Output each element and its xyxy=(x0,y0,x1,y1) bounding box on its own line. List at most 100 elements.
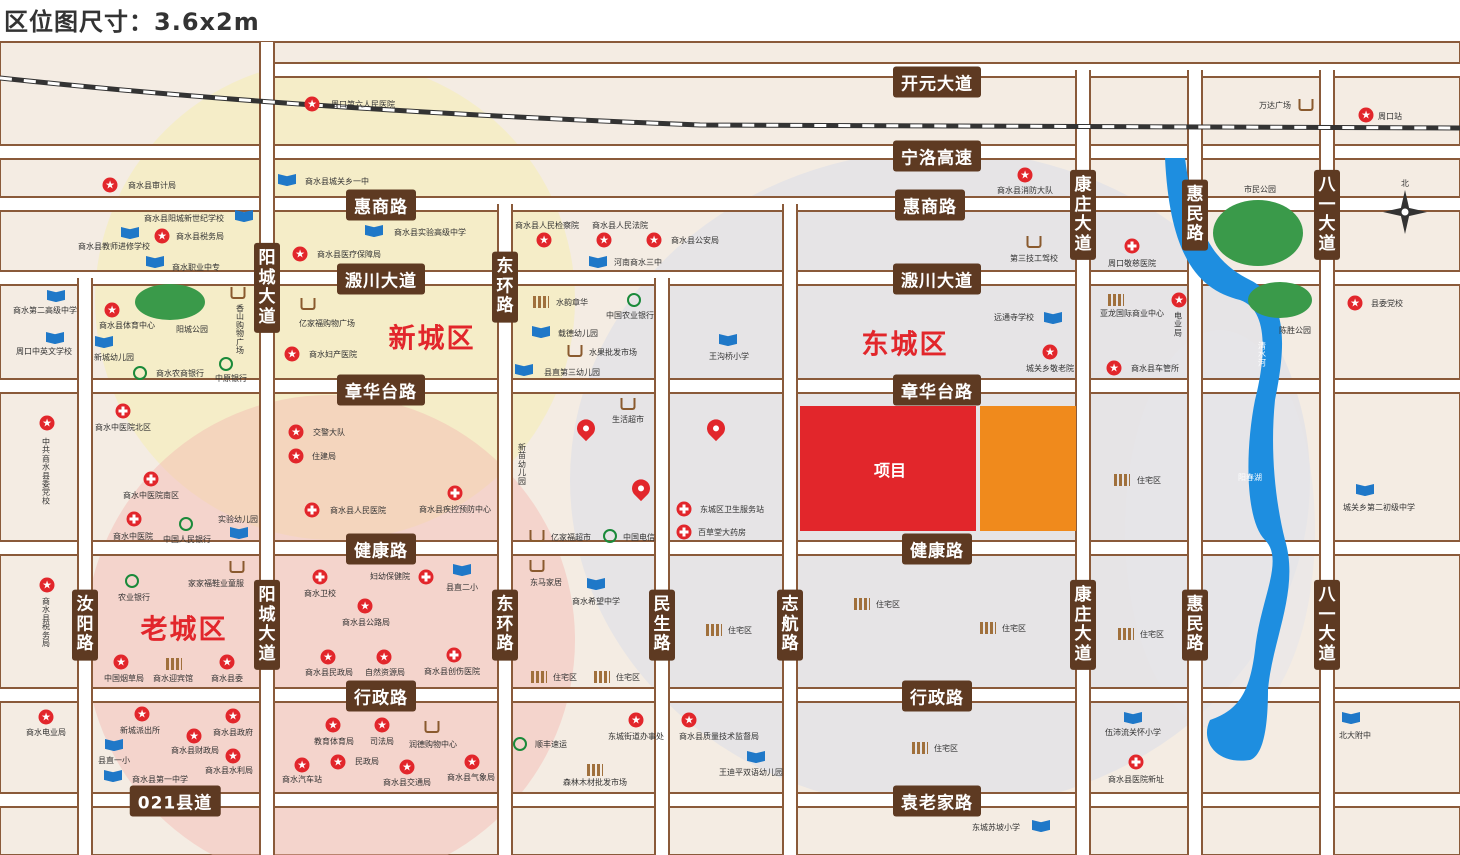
poi-label[interactable]: 商水县城关乡一中 xyxy=(305,177,369,186)
poi-label[interactable]: 周口敬慈医院 xyxy=(1108,259,1156,268)
poi-label[interactable]: 县直第三幼儿园 xyxy=(544,368,600,377)
poi-label[interactable]: 商水县人民检察院 xyxy=(515,221,579,230)
poi-label[interactable]: 住宅区 xyxy=(728,626,752,635)
poi-label[interactable]: 住宅区 xyxy=(616,673,640,682)
poi-label[interactable]: 森林木材批发市场 xyxy=(563,778,627,787)
poi-label[interactable]: 住宅区 xyxy=(553,673,577,682)
poi-label[interactable]: 新城幼儿园 xyxy=(94,353,134,362)
poi-label[interactable]: 中国电信 xyxy=(623,533,655,542)
poi-label[interactable]: 伍沛流关怀小学 xyxy=(1105,728,1161,737)
poi-label[interactable]: 中原银行 xyxy=(215,374,247,383)
poi-label[interactable]: 商水县委 xyxy=(211,674,243,683)
poi-label[interactable]: 北大附中 xyxy=(1339,731,1371,740)
poi-label[interactable]: 商水县教师进修学校 xyxy=(78,242,150,251)
poi-label[interactable]: 陈胜公园 xyxy=(1279,326,1311,335)
poi-label[interactable]: 中国人民银行 xyxy=(163,535,211,544)
poi-label[interactable]: 生活超市 xyxy=(612,415,644,424)
poi-label[interactable]: 商水妇产医院 xyxy=(309,350,357,359)
poi-label[interactable]: 县直一小 xyxy=(98,756,130,765)
poi-label[interactable]: 周口第六人民医院 xyxy=(331,100,395,109)
poi-label[interactable]: 商水县民政局 xyxy=(305,668,353,677)
poi-label[interactable]: 东城区卫生服务站 xyxy=(700,505,764,514)
poi-label[interactable]: 中共商水县委党校 xyxy=(42,437,50,506)
poi-label[interactable]: 商水县政府 xyxy=(213,728,253,737)
poi-label[interactable]: 商水电业局 xyxy=(26,728,66,737)
poi-label[interactable]: 第三技工驾校 xyxy=(1010,254,1058,263)
poi-label[interactable]: 商水县气象局 xyxy=(447,773,495,782)
poi-label[interactable]: 住宅区 xyxy=(876,600,900,609)
poi-label[interactable]: 教育体育局 xyxy=(314,737,354,746)
poi-label[interactable]: 县委党校 xyxy=(1371,299,1403,308)
poi-label[interactable]: 商水迎宾馆 xyxy=(153,674,193,683)
poi-label[interactable]: 住建局 xyxy=(312,452,336,461)
poi-label[interactable]: 商水县水利局 xyxy=(205,766,253,775)
poi-label[interactable]: 商水县财政局 xyxy=(171,746,219,755)
poi-label[interactable]: 中国烟草局 xyxy=(104,674,144,683)
poi-label[interactable]: 家家福鞋业童服 xyxy=(188,579,244,588)
poi-label[interactable]: 商水县体育中心 xyxy=(99,321,155,330)
poi-label[interactable]: 阳城公园 xyxy=(176,325,208,334)
poi-label[interactable]: 亿家福购物广场 xyxy=(299,319,355,328)
poi-label[interactable]: 王迪平双语幼儿园 xyxy=(719,768,783,777)
poi-label[interactable]: 住宅区 xyxy=(1140,630,1164,639)
poi-label[interactable]: 顺丰速运 xyxy=(535,740,567,749)
poi-label[interactable]: 农业银行 xyxy=(118,593,150,602)
poi-label[interactable]: 商水中医院南区 xyxy=(123,491,179,500)
poi-label[interactable]: 商水县人民法院 xyxy=(592,221,648,230)
poi-label[interactable]: 载德幼儿园 xyxy=(558,329,598,338)
poi-label[interactable]: 王沟桥小学 xyxy=(709,352,749,361)
poi-label[interactable]: 万达广场 xyxy=(1259,101,1291,110)
poi-label[interactable]: 司法局 xyxy=(370,737,394,746)
poi-label[interactable]: 商水县审计局 xyxy=(128,181,176,190)
poi-label[interactable]: 民政局 xyxy=(355,757,379,766)
poi-label[interactable]: 商水县疾控预防中心 xyxy=(419,505,491,514)
poi-label[interactable]: 水韵章华 xyxy=(556,298,588,307)
poi-label[interactable]: 商水县医疗保障局 xyxy=(317,250,381,259)
poi-label[interactable]: 东城街道办事处 xyxy=(608,732,664,741)
poi-label[interactable]: 商水县公路局 xyxy=(342,618,390,627)
poi-label[interactable]: 住宅区 xyxy=(934,744,958,753)
poi-label[interactable]: 商水县消防大队 xyxy=(997,186,1053,195)
poi-label[interactable]: 周口中英文学校 xyxy=(16,347,72,356)
poi-label[interactable]: 新苗幼儿园 xyxy=(518,443,526,486)
poi-label[interactable]: 商水县公安局 xyxy=(671,236,719,245)
poi-label[interactable]: 交警大队 xyxy=(313,428,345,437)
poi-label[interactable]: 百草堂大药房 xyxy=(698,528,746,537)
poi-label[interactable]: 电业局 xyxy=(1174,311,1182,338)
poi-label[interactable]: 妇幼保健院 xyxy=(370,572,410,581)
poi-label[interactable]: 城关乡敬老院 xyxy=(1026,364,1074,373)
poi-label[interactable]: 新城派出所 xyxy=(120,726,160,735)
poi-label[interactable]: 东马家居 xyxy=(530,578,562,587)
project-label[interactable]: 项目 xyxy=(873,461,907,480)
poi-label[interactable]: 市民公园 xyxy=(1244,185,1276,194)
poi-label[interactable]: 商水县创伤医院 xyxy=(424,667,480,676)
poi-label[interactable]: 住宅区 xyxy=(1002,624,1026,633)
poi-label[interactable]: 商水卫校 xyxy=(304,589,336,598)
poi-label[interactable]: 商水职业中专 xyxy=(172,263,220,272)
poi-label[interactable]: 远通寺学校 xyxy=(994,313,1034,322)
poi-label[interactable]: 商水县质量技术监督局 xyxy=(679,732,759,741)
poi-label[interactable]: 商水中医院北区 xyxy=(95,423,151,432)
poi-label[interactable]: 商水汽车站 xyxy=(282,775,322,784)
poi-label[interactable]: 亚龙国际商业中心 xyxy=(1100,309,1164,318)
poi-label[interactable]: 商水中医院 xyxy=(113,532,153,541)
poi-label[interactable]: 河南商水三中 xyxy=(614,258,662,267)
poi-label[interactable]: 商水县阳城新世纪学校 xyxy=(144,214,224,223)
poi-label[interactable]: 润德购物中心 xyxy=(409,740,457,749)
poi-label[interactable]: 县直二小 xyxy=(446,583,478,592)
poi-label[interactable]: 亿家福超市 xyxy=(551,533,591,542)
poi-label[interactable]: 商水县人民医院 xyxy=(330,506,386,515)
poi-label[interactable]: 香山购物广场 xyxy=(236,303,244,355)
poi-label[interactable]: 中国农业银行 xyxy=(606,311,654,320)
poi-label[interactable]: 商水县交通局 xyxy=(383,778,431,787)
poi-label[interactable]: 东城苏坡小学 xyxy=(972,823,1020,832)
poi-label[interactable]: 商水县税务局 xyxy=(176,232,224,241)
poi-label[interactable]: 商水第二高级中学 xyxy=(13,306,77,315)
poi-label[interactable]: 商水县税务局 xyxy=(42,596,50,648)
poi-label[interactable]: 水果批发市场 xyxy=(589,348,637,357)
poi-label[interactable]: 商水希望中学 xyxy=(572,597,620,606)
poi-label[interactable]: 商水县第一中学 xyxy=(132,775,188,784)
poi-label[interactable]: 住宅区 xyxy=(1137,476,1161,485)
poi-label[interactable]: 商水县车管所 xyxy=(1131,364,1179,373)
